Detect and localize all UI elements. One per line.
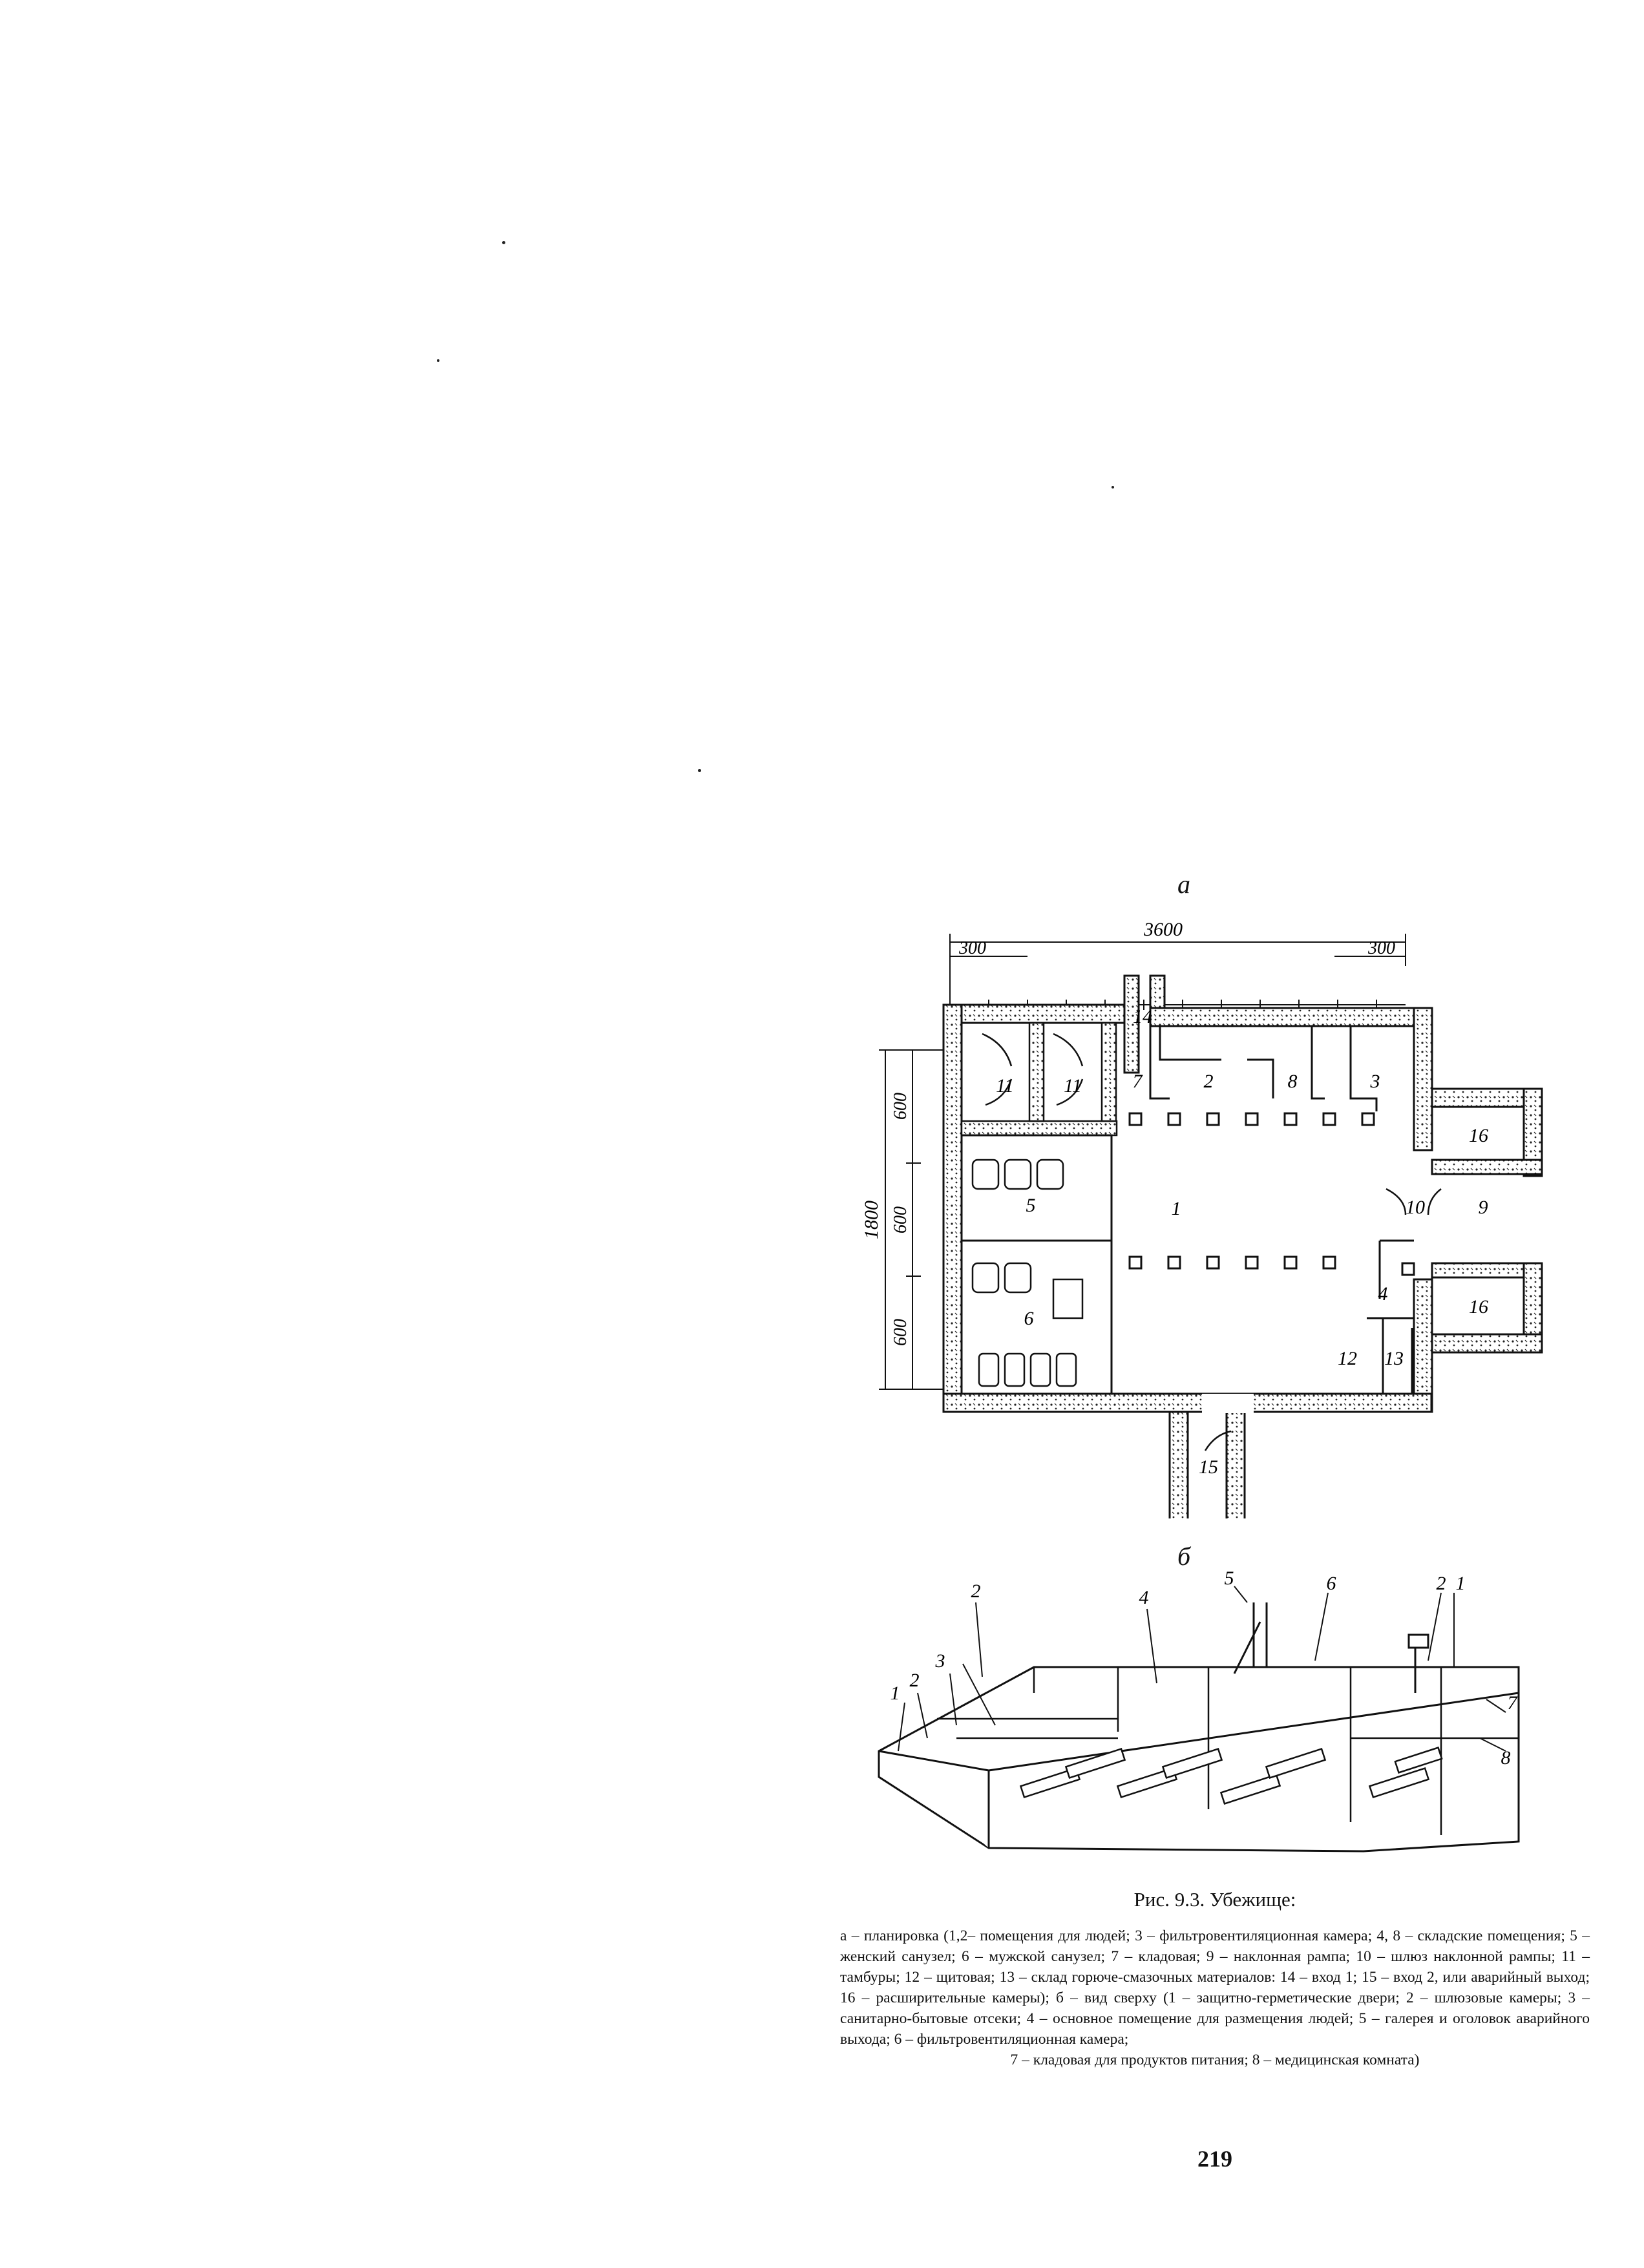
column-grid (1128, 1112, 1415, 1276)
room-number: 11 (996, 1075, 1014, 1097)
room-number: 9 (1479, 1197, 1488, 1218)
figure-label-b: б (1177, 1542, 1191, 1571)
scan-speck (502, 241, 505, 244)
page-number: 219 (1197, 2146, 1232, 2172)
room-number: 8 (1288, 1071, 1298, 1092)
callout-number: 2 (1437, 1573, 1446, 1594)
interior-walls (960, 1022, 1118, 1137)
room-number: 11 (1064, 1075, 1082, 1097)
room-number: 16 (1469, 1125, 1488, 1146)
dim-total-height: 1800 (861, 1201, 882, 1239)
room-number: 13 (1384, 1348, 1404, 1369)
room-number: 1 (1172, 1198, 1181, 1219)
dim-total-width: 3600 (1143, 919, 1183, 940)
dim-segment-1: 600 (890, 1093, 911, 1120)
callout-number: 4 (1139, 1587, 1149, 1608)
thin-walls (962, 1026, 1414, 1394)
sanitary-fixtures (971, 1159, 1084, 1387)
air-shafts (1233, 1602, 1429, 1693)
bench-rows (1019, 1747, 1443, 1805)
room-number: 15 (1199, 1456, 1218, 1478)
room-number: 7 (1133, 1071, 1144, 1092)
dim-segment-3: 600 (890, 1319, 911, 1346)
room-number: 2 (1204, 1071, 1214, 1092)
shelter-top-view: 1 2 3 2 4 5 6 2 1 7 8 (878, 1568, 1520, 1853)
dim-segment-2: 600 (890, 1206, 911, 1234)
callout-number: 7 (1508, 1692, 1519, 1714)
callout-number: 8 (1501, 1747, 1511, 1769)
figure-caption-title: Рис. 9.3. Убежище: (1133, 1888, 1296, 1911)
dim-right-offset: 300 (1367, 938, 1395, 958)
callout-leaders (898, 1586, 1506, 1752)
dim-left-offset: 300 (958, 938, 986, 958)
callout-number: 1 (1456, 1573, 1466, 1594)
callout-number: 6 (1327, 1573, 1336, 1594)
shelter-floor-plan: 3600 300 300 1800 600 600 600 (861, 919, 1543, 1518)
callout-number: 5 (1225, 1568, 1234, 1589)
outer-walls (942, 974, 1543, 1518)
callout-number: 1 (890, 1683, 900, 1704)
callout-number: 3 (935, 1650, 945, 1672)
figure-caption-body: а – планировка (1,2– помещения для людей… (840, 1926, 1590, 2070)
room-number: 6 (1024, 1308, 1034, 1329)
door-swings (982, 1033, 1442, 1451)
room-number: 5 (1026, 1195, 1036, 1216)
scan-speck (1112, 486, 1114, 488)
caption-last-line: 7 – кладовая для продуктов питания; 8 – … (1010, 2052, 1420, 2068)
figure-label-a: а (1177, 870, 1190, 899)
callout-number: 2 (910, 1670, 920, 1691)
scan-speck (698, 769, 701, 772)
room-number: 12 (1338, 1348, 1357, 1369)
left-dimension-line (879, 1049, 947, 1390)
room-number: 10 (1406, 1197, 1425, 1218)
compartment-walls (937, 1667, 1519, 1835)
top-dimension-line (949, 934, 1406, 1005)
caption-text: а – планировка (1,2– помещения для людей… (840, 1927, 1590, 2048)
room-number: 16 (1469, 1296, 1488, 1318)
scan-speck (437, 359, 439, 362)
room-number: 3 (1370, 1071, 1380, 1092)
room-number: 14 (1133, 1006, 1152, 1027)
callout-number: 2 (971, 1580, 981, 1602)
room-number: 4 (1378, 1283, 1388, 1305)
